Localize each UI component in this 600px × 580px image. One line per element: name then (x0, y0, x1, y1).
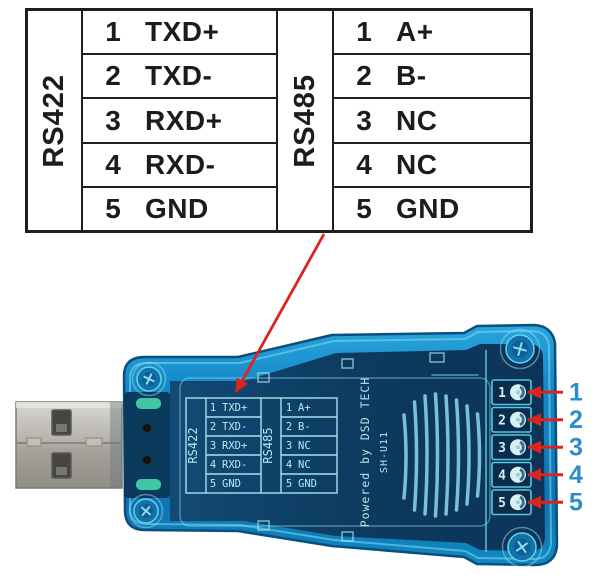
pcb-pin-no: 5 (210, 478, 216, 490)
pin-number: 2 (356, 60, 372, 92)
interface-label-rs422: RS422 (28, 11, 83, 230)
callout-number: 1 (569, 379, 583, 407)
pcb-pin-no: 3 (210, 440, 216, 452)
pcb-interface-label-rs422: RS422 (186, 427, 200, 463)
table-row: 5 GND (83, 188, 276, 230)
pin-number: 3 (105, 104, 121, 136)
callout-number: 3 (569, 434, 583, 462)
pcb-pin-no: 1 (210, 402, 216, 414)
pin-number: 4 (356, 148, 372, 180)
screw-icon (128, 493, 164, 529)
pin-number: 2 (105, 60, 121, 92)
table-row: 1 TXD+ (83, 11, 276, 56)
pin-label: B- (396, 60, 427, 92)
pcb-pin-no: 4 (286, 459, 292, 471)
terminal-number: 4 (498, 469, 506, 484)
terminal-number: 5 (498, 496, 506, 511)
rs422-label: RS422 (38, 73, 70, 168)
terminal-number: 3 (498, 441, 506, 456)
rs422-pin-column: 1 TXD+ 2 TXD- 3 RXD+ 4 RXD- 5 GND (83, 11, 276, 230)
case-screws (128, 328, 543, 568)
table-row: 2 B- (334, 55, 530, 100)
pcb-pin-no: 5 (286, 478, 292, 490)
screw-icon (131, 361, 167, 397)
pin-label: GND (396, 192, 460, 224)
pcb-pin-label: RXD+ (222, 440, 247, 452)
pcb-pin-label: B- (298, 421, 311, 433)
callout-number: 4 (569, 461, 583, 489)
table-row: 3 NC (334, 99, 530, 144)
pcb-pin-label: RXD- (222, 459, 247, 471)
table-row: 4 RXD- (83, 144, 276, 188)
terminal-block: 1 2 3 4 5 (491, 379, 532, 516)
pin-label: RXD+ (145, 104, 223, 136)
terminal-screws (510, 384, 526, 511)
pcb-pin-label: GND (298, 478, 317, 490)
adapter-body (122, 323, 559, 567)
pin-label: NC (396, 104, 438, 136)
pin-callouts: 1 2 3 4 5 (234, 233, 583, 517)
terminal-number: 2 (498, 414, 506, 429)
table-row: 2 TXD- (83, 55, 276, 100)
pcb-interface-label-rs485: RS485 (261, 427, 275, 463)
screw-icon (499, 328, 541, 370)
table-row: 5 GND (334, 188, 530, 230)
pin-label: RXD- (145, 148, 216, 180)
branding-text: Powered by DSD TECH (358, 377, 372, 528)
pcb-pinout-table: RS422 RS485 1 TXD+ 2 TXD- 3 RXD+ 4 RXD- … (185, 397, 338, 494)
pin-number: 1 (105, 16, 121, 48)
table-to-device-arrow-icon (234, 233, 326, 393)
pin-number: 1 (356, 16, 372, 48)
pcb-pin-no: 2 (286, 421, 292, 433)
table-row: 1 A+ (334, 11, 530, 56)
callout-number: 5 (569, 489, 583, 517)
pcb-pin-label: NC (298, 440, 311, 452)
table-row: 3 RXD+ (83, 99, 276, 144)
pin-number: 5 (356, 192, 372, 224)
pcb-pin-no: 3 (286, 440, 292, 452)
pin-label: TXD- (145, 60, 213, 92)
pinout-table: RS422 1 TXD+ 2 TXD- 3 RXD+ 4 RXD- 5 GND (25, 8, 533, 233)
pin-number: 5 (105, 192, 121, 224)
pcb-pad (136, 398, 161, 409)
pcb-pin-label: A+ (298, 402, 311, 414)
rs485-label: RS485 (288, 73, 321, 168)
pcb-pin-no: 2 (210, 421, 216, 433)
pcb-pin-label: TXD- (222, 421, 247, 433)
model-text: SH-U11 (379, 431, 390, 473)
table-row: 4 NC (334, 144, 530, 188)
pcb-pin-no: 1 (286, 402, 292, 414)
screw-icon (501, 526, 543, 568)
pcb-pin-label: GND (222, 478, 241, 490)
usb-plug-icon (15, 401, 123, 489)
callout-number: 2 (569, 406, 583, 434)
pcb-pin-label: NC (298, 459, 311, 471)
interface-label-rs485: RS485 (276, 11, 334, 230)
pin-number: 3 (356, 104, 372, 136)
pin-label: GND (145, 192, 209, 224)
pcb-pin-no: 4 (210, 459, 216, 471)
pin-label: A+ (396, 16, 434, 48)
mounting-hole (142, 423, 152, 433)
pcb-pin-label: TXD+ (222, 402, 247, 414)
mounting-hole (142, 455, 152, 465)
pcb-pad (136, 479, 161, 490)
pin-number: 4 (105, 148, 121, 180)
case-ridges (402, 392, 482, 518)
pin-label: TXD+ (145, 16, 220, 48)
terminal-number: 1 (498, 386, 506, 401)
pin-label: NC (396, 148, 438, 180)
rs485-pin-column: 1 A+ 2 B- 3 NC 4 NC 5 GND (334, 11, 530, 230)
